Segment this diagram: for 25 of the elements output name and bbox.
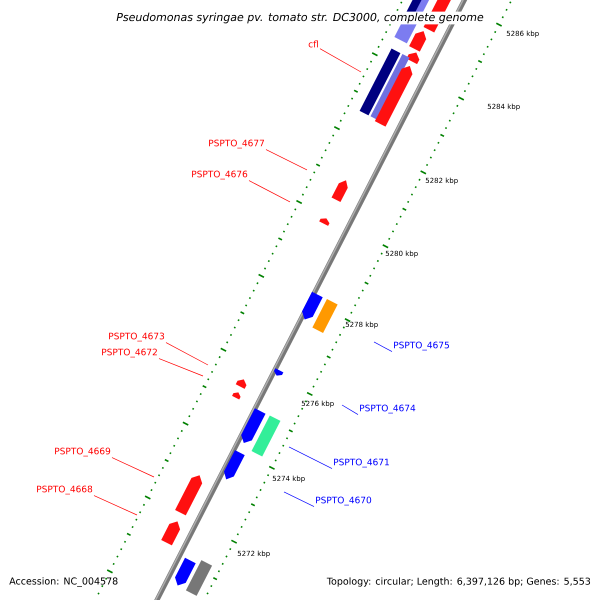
gene-label: PSPTO_4677 (209, 140, 264, 148)
leader-line (94, 495, 138, 516)
leader-line (158, 358, 204, 376)
gene-label: PSPTO_4668 (37, 486, 92, 494)
leader-line (112, 457, 154, 478)
gene-label: PSPTO_4675 (394, 342, 449, 350)
leader-line (374, 342, 392, 352)
info-text: Topology: circular; Length: 6,397,126 bp; Genes: 5,553 (326, 577, 590, 587)
leader-line (288, 446, 332, 469)
leader-line (284, 492, 314, 507)
gene-label: PSPTO_4673 (109, 332, 164, 342)
gene-label: cfl (308, 40, 318, 48)
info-text: Accession: NC_004578 (9, 577, 118, 587)
leader-line (266, 149, 308, 170)
gene-label: PSPTO_4669 (55, 448, 110, 456)
gene-label: PSPTO_4671 (334, 458, 389, 468)
gene-label: PSPTO_4670 (316, 496, 372, 506)
leader-line (342, 404, 358, 415)
leader-line (320, 48, 362, 72)
leader-line (166, 342, 208, 366)
gene-label: PSPTO_4672 (102, 348, 157, 358)
leader-line (248, 180, 290, 202)
gene-label: PSPTO_4674 (360, 404, 416, 414)
gene-label: PSPTO_4676 (192, 170, 248, 180)
title: Pseudomonas syringae pv. tomato str. DC3000, complete genome (115, 12, 485, 24)
